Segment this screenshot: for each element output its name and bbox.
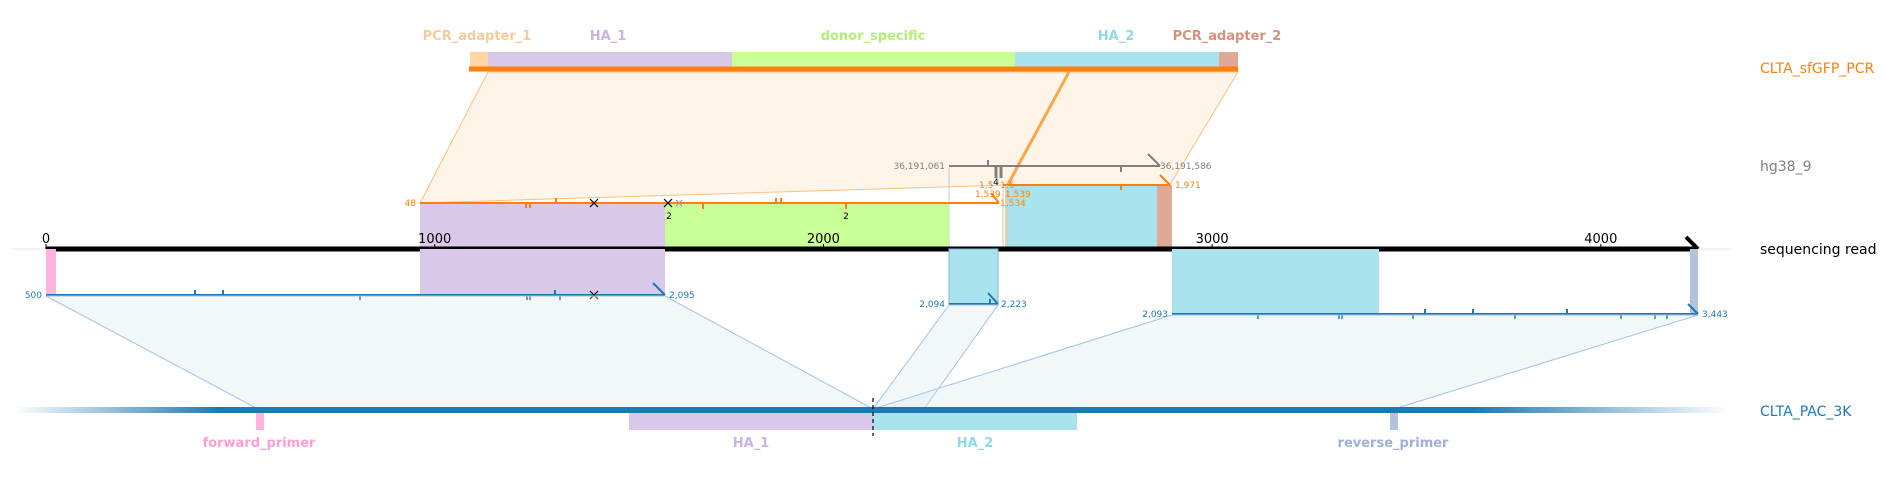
read-ha1-fill [420, 249, 665, 295]
ha-2-amp-block [873, 413, 1077, 430]
donor-c3-label: 1,539 [1005, 190, 1031, 200]
donor-track: PCR_adapter_1 HA_1 donor_specific HA_2 P… [423, 29, 1282, 72]
donor-c4-label: 1,534 [1000, 199, 1026, 209]
donor-a-start-label: 48 [405, 199, 417, 209]
read-axis-tick-label: 1000 [418, 232, 451, 247]
read-axis: 0 1000 2000 3000 4000 [12, 232, 1730, 252]
ha-2-amp-label: HA_2 [957, 436, 994, 451]
genome-count-label: 4 [993, 178, 999, 188]
donor-alignments: 48 1,971 1,5 1,539 1,539 1,534 1,5 2 2 [405, 174, 1201, 250]
amplicon-reference-bar [14, 407, 1730, 413]
donor-adapter2-fill [1157, 185, 1172, 249]
amp-a-end-label: 2,095 [669, 291, 695, 301]
pcr-adapter-2-block [1219, 52, 1238, 69]
donor-c1-label: 1,5 [979, 181, 993, 191]
read-ha2-fill-a [948, 248, 999, 305]
donor-track-label: CLTA_sfGFP_PCR [1760, 61, 1874, 77]
read-axis-tick-label: 3000 [1196, 232, 1229, 247]
read-axis-tick-label: 0 [42, 232, 50, 247]
ha-1-amp-label: HA_1 [733, 436, 770, 451]
read-ha2-fill-b [1172, 249, 1379, 314]
amp-b-end-label: 2,223 [1001, 300, 1027, 310]
donor-donor-specific-fill [665, 203, 949, 249]
pcr-adapter-1-label: PCR_adapter_1 [423, 29, 532, 44]
forward-primer-block [256, 413, 264, 430]
reverse-primer-block [1390, 413, 1398, 430]
amplicon-track: forward_primer HA_1 HA_2 reverse_primer [14, 398, 1730, 451]
amp-a-start-label: 500 [25, 291, 42, 301]
donor-b-end-label: 1,971 [1175, 181, 1201, 191]
genome-track-label: hg38_9 [1760, 159, 1811, 175]
pcr-adapter-1-block [470, 52, 488, 69]
amp-c-start-label: 2,093 [1142, 310, 1168, 320]
donor-mapping-shading [419, 71, 1239, 204]
ha-1-label: HA_1 [590, 29, 627, 44]
forward-primer-label: forward_primer [203, 436, 317, 451]
donor-c2-label: 1,539 [975, 190, 1001, 200]
donor-c5-label: 1,5 [1000, 181, 1014, 191]
read-track-label: sequencing read [1760, 242, 1876, 258]
donor-ha1-fill [420, 203, 665, 249]
genome-start-label: 36,191,061 [893, 162, 945, 172]
amplicon-alignments: 500 2,095 2,094 2,223 2,093 3,443 [25, 248, 1728, 320]
donor-ha2-fill [1005, 185, 1157, 249]
donor-count-2-label: 2 [843, 212, 849, 222]
amplicon-track-label: CLTA_PAC_3K [1760, 404, 1852, 420]
ha-2-label: HA_2 [1098, 29, 1135, 44]
amp-b-start-label: 2,094 [919, 300, 945, 310]
reverse-primer-label: reverse_primer [1338, 436, 1450, 451]
amp-c-end-label: 3,443 [1702, 310, 1728, 320]
read-forward-primer [46, 249, 56, 295]
read-axis-tick-label: 4000 [1584, 232, 1617, 247]
read-axis-tick-label: 2000 [807, 232, 840, 247]
read-reverse-primer [1690, 249, 1698, 314]
donor-specific-label: donor_specific [821, 29, 926, 44]
donor-count-1-label: 2 [666, 212, 672, 222]
genome-end-label: 36,191,586 [1160, 162, 1212, 172]
ha-2-block [1015, 52, 1219, 69]
pcr-adapter-2-label: PCR_adapter_2 [1173, 29, 1282, 44]
track-labels: CLTA_sfGFP_PCR hg38_9 sequencing read CL… [1760, 61, 1876, 420]
amplicon-mapping-shading [45, 295, 1699, 410]
ha-1-block [488, 52, 732, 69]
donor-specific-block [732, 52, 1015, 69]
read-axis-ticks: 0 1000 2000 3000 4000 [42, 232, 1617, 249]
ha-1-amp-block [629, 413, 873, 430]
